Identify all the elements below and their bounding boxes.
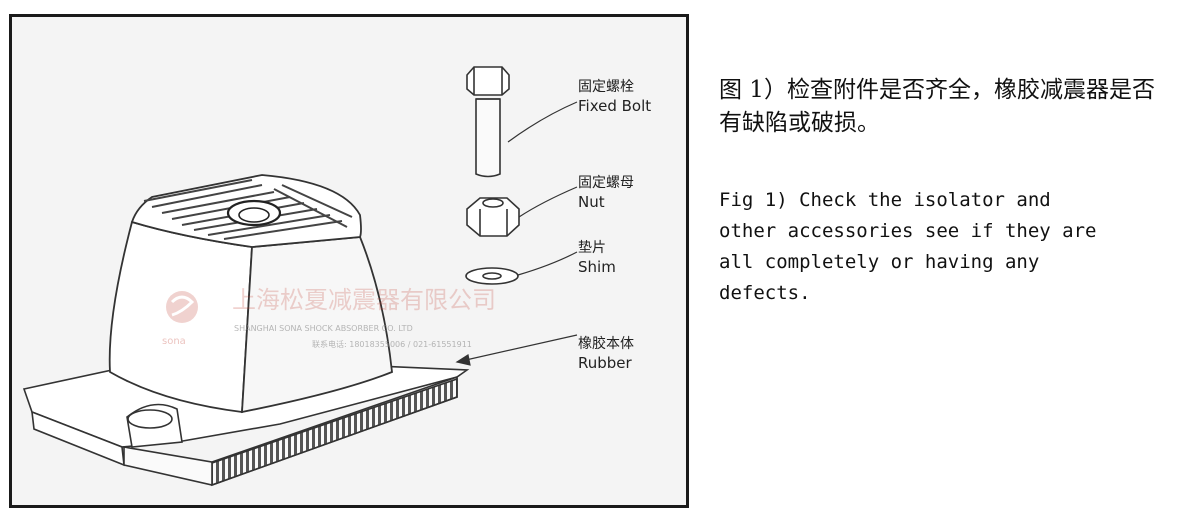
label-fixed-bolt-en: Fixed Bolt bbox=[578, 97, 652, 115]
leader-lines bbox=[455, 101, 578, 366]
description-cn: 图 1）检查附件是否齐全，橡胶减震器是否有缺陷或破损。 bbox=[719, 77, 1155, 136]
description-en-line: Fig 1) Check the isolator and bbox=[719, 189, 1051, 211]
label-nut-cn: 固定螺母 bbox=[578, 175, 634, 191]
shim-part bbox=[465, 267, 519, 285]
label-shim: 垫片 Shim bbox=[578, 239, 616, 277]
rubber-body bbox=[108, 174, 393, 414]
label-nut-en: Nut bbox=[578, 193, 605, 211]
watermark bbox=[166, 291, 198, 323]
label-nut: 固定螺母 Nut bbox=[578, 174, 634, 212]
label-rubber-cn: 橡胶本体 bbox=[578, 336, 634, 352]
description-en-line: other accessories see if they are bbox=[719, 220, 1097, 242]
label-rubber-en: Rubber bbox=[578, 354, 632, 372]
description-en-line: defects. bbox=[719, 282, 811, 304]
description-en-line: all completely or having any bbox=[719, 251, 1040, 273]
bolt-part bbox=[466, 66, 510, 178]
watermark-company-cn: 上海松夏减震器有限公司 bbox=[232, 286, 496, 314]
label-rubber: 橡胶本体 Rubber bbox=[578, 335, 634, 373]
watermark-contact: 联系电话: 18018355006 / 021-61551911 bbox=[312, 340, 472, 349]
description-en: Fig 1) Check the isolator and other acce… bbox=[719, 185, 1169, 309]
figure-frame: 上海松夏减震器有限公司 SHANGHAI SONA SHOCK ABSORBER… bbox=[9, 14, 689, 508]
isolator-illustration bbox=[22, 66, 578, 487]
watermark-company-en: SHANGHAI SONA SHOCK ABSORBER CO. LTD bbox=[234, 324, 413, 333]
watermark-brand: sona bbox=[162, 336, 186, 347]
label-fixed-bolt: 固定螺栓 Fixed Bolt bbox=[578, 78, 651, 116]
sona-logo-icon bbox=[166, 291, 198, 323]
label-shim-cn: 垫片 bbox=[578, 240, 606, 256]
label-shim-en: Shim bbox=[578, 258, 616, 276]
nut-part bbox=[466, 197, 520, 237]
label-fixed-bolt-cn: 固定螺栓 bbox=[578, 79, 634, 95]
